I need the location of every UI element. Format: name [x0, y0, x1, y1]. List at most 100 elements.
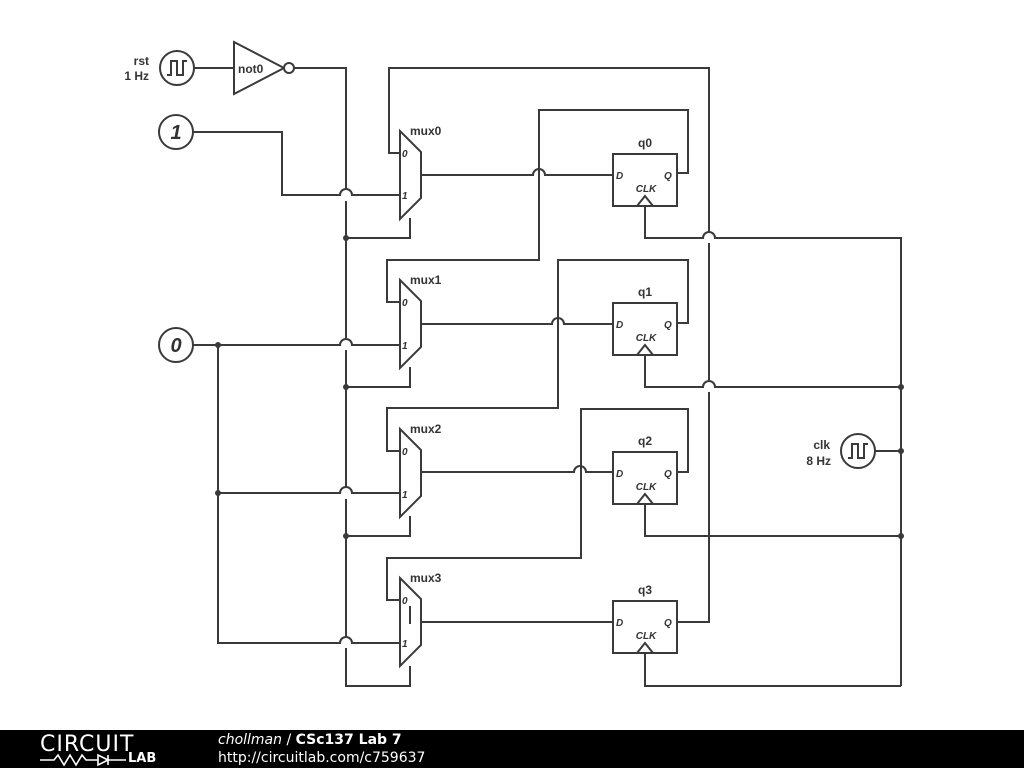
q2-label: q2: [638, 434, 652, 448]
wire-select-mux0: [346, 218, 411, 239]
wire-q2-feedback: [386, 408, 689, 601]
mux1-in1-label: 1: [402, 341, 408, 352]
q2-d-pin: D: [616, 469, 623, 480]
junction: [343, 533, 349, 539]
junction: [343, 384, 349, 390]
not-gate-bubble: [283, 62, 295, 74]
q0-clock-triangle: [636, 194, 654, 207]
wire-const0-mux2: [218, 486, 400, 494]
wire-clk-q1: [644, 353, 901, 388]
q1-d-pin: D: [616, 320, 623, 331]
footer-bar: CIRCUIT LAB chollman / CSc137 Lab 7 http…: [0, 730, 1024, 768]
q3-q-pin: Q: [664, 618, 672, 629]
mux3[interactable]: mux3 0 1: [399, 571, 442, 669]
wire-q0-feedback: [386, 109, 689, 303]
clk-name: clk: [813, 438, 830, 452]
circuitlab-logo[interactable]: CIRCUIT LAB: [40, 732, 180, 767]
q0-d-pin: D: [616, 171, 623, 182]
square-wave-icon: [848, 443, 868, 459]
junction: [898, 448, 904, 454]
resistor-diode-icon: [40, 753, 126, 767]
not-gate[interactable]: not0: [233, 40, 295, 96]
not-gate-label: not0: [238, 62, 264, 76]
wire-const0: [193, 338, 400, 346]
mux1[interactable]: mux1 0 1: [399, 273, 442, 371]
mux0-in0-label: 0: [402, 149, 408, 160]
q3-d-pin: D: [616, 618, 623, 629]
q0-clk-pin: CLK: [636, 184, 657, 195]
flipflop-q1[interactable]: q1 D Q CLK: [612, 285, 678, 356]
mux3-in1-label: 1: [402, 639, 408, 650]
clk-freq: 8 Hz: [806, 454, 831, 468]
mux0[interactable]: mux0 0 1: [399, 124, 442, 222]
rst-freq: 1 Hz: [124, 69, 149, 83]
flipflop-q3[interactable]: q3 D Q CLK: [612, 583, 678, 654]
wire-clk-q0: [644, 204, 902, 686]
author-link[interactable]: chollman: [218, 732, 283, 748]
const-1-source[interactable]: 1: [158, 114, 194, 150]
mux1-label: mux1: [410, 273, 442, 287]
wire-clk-q2: [644, 502, 901, 537]
q1-clock-triangle: [636, 343, 654, 356]
q3-clk-pin: CLK: [636, 631, 657, 642]
logo-text-lab: LAB: [128, 751, 157, 766]
q2-q-pin: Q: [664, 469, 672, 480]
q3-label: q3: [638, 583, 652, 597]
rst-source[interactable]: rst 1 Hz: [124, 50, 195, 86]
circuit-title-line: chollman / CSc137 Lab 7: [218, 731, 425, 749]
wire-mux1-d: [421, 317, 613, 325]
q2-clk-pin: CLK: [636, 482, 657, 493]
flipflop-q0[interactable]: q0 D Q CLK: [612, 136, 678, 207]
junction: [215, 490, 221, 496]
wire-const0-bus: [217, 345, 400, 644]
mux3-in0-label: 0: [402, 596, 408, 607]
wire-mux0-d: [421, 168, 613, 176]
wire-q1-feedback: [386, 259, 689, 452]
logo-text-circuit: CIRCUIT: [40, 732, 135, 757]
q2-clock-triangle: [636, 492, 654, 505]
mux0-in1-label: 1: [402, 191, 408, 202]
wire-select-mux2: [346, 516, 411, 537]
wire-q3-feedback: [388, 67, 710, 623]
mux1-in0-label: 0: [402, 298, 408, 309]
const-0-body: [158, 327, 194, 363]
junction: [343, 235, 349, 241]
clk-source[interactable]: clk 8 Hz: [806, 433, 876, 469]
q0-label: q0: [638, 136, 652, 150]
const-1-body: [158, 114, 194, 150]
junctions: [215, 235, 904, 539]
q0-q-pin: Q: [664, 171, 672, 182]
not-gate-body: [233, 40, 287, 96]
junction: [215, 342, 221, 348]
q1-label: q1: [638, 285, 652, 299]
circuit-title[interactable]: CSc137 Lab 7: [295, 732, 402, 748]
q1-clk-pin: CLK: [636, 333, 657, 344]
mux2-body: [399, 426, 422, 520]
wire-mux2-d: [421, 465, 613, 473]
circuit-url[interactable]: http://circuitlab.com/c759637: [218, 750, 426, 766]
circuit-info: chollman / CSc137 Lab 7 http://circuitla…: [218, 731, 425, 767]
mux3-label: mux3: [410, 571, 442, 585]
wire-not-select: [294, 67, 411, 687]
mux2[interactable]: mux2 0 1: [399, 422, 442, 520]
flipflop-q2[interactable]: q2 D Q CLK: [612, 434, 678, 505]
junction: [898, 384, 904, 390]
wire-const1: [193, 131, 400, 196]
mux2-in1-label: 1: [402, 490, 408, 501]
square-wave-icon: [167, 60, 187, 76]
wire-clk-q3: [644, 651, 901, 687]
q1-q-pin: Q: [664, 320, 672, 331]
q3-clock-triangle: [636, 641, 654, 654]
mux0-label: mux0: [410, 124, 442, 138]
mux2-in0-label: 0: [402, 447, 408, 458]
wires: [193, 67, 902, 687]
wire-select-mux1: [346, 367, 411, 388]
const-1-value: 1: [170, 122, 181, 144]
mux0-body: [399, 128, 422, 222]
mux2-label: mux2: [410, 422, 442, 436]
mux1-body: [399, 277, 422, 371]
title-separator: /: [282, 732, 296, 748]
const-0-value: 0: [170, 335, 181, 357]
const-0-source[interactable]: 0: [158, 327, 194, 363]
junction: [898, 533, 904, 539]
